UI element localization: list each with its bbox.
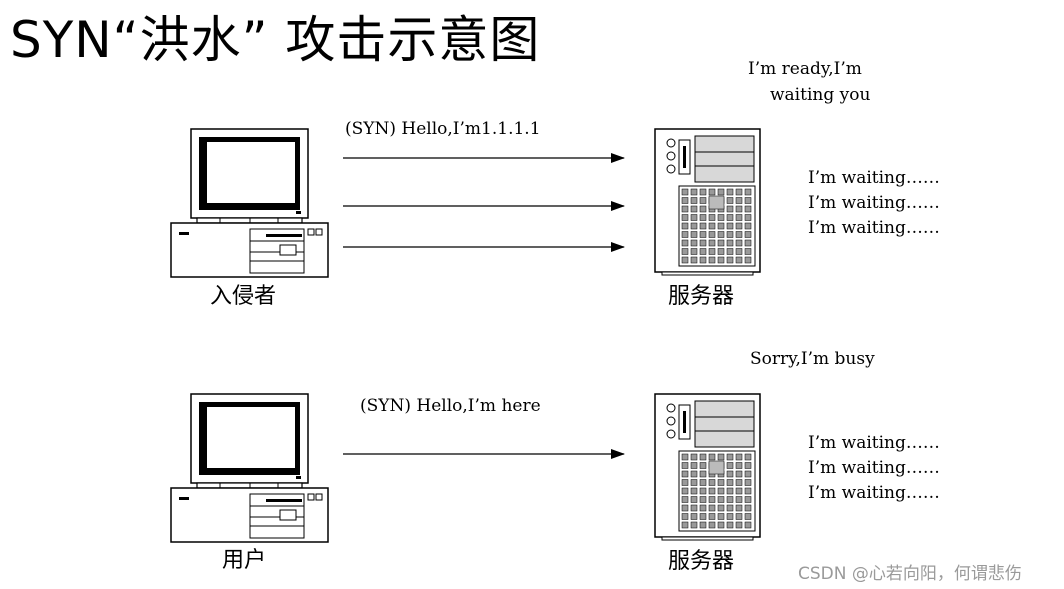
server-reply-line-2: waiting you [770,85,871,105]
waiting-line-top-2: I’m waiting…… [808,193,940,213]
attacker-message-label: (SYN) Hello,I’m1.1.1.1 [345,119,541,139]
waiting-line-top-3: I’m waiting…… [808,218,940,238]
server-icon-top [654,128,761,276]
waiting-line-bottom-2: I’m waiting…… [808,458,940,478]
user-message-label: (SYN) Hello,I’m here [360,396,541,416]
server-busy-reply: Sorry,I’m busy [750,349,875,369]
user-label: 用户 [222,548,267,573]
user-computer-icon [170,393,329,543]
server-icon-bottom [654,393,761,541]
server-reply-line-1: I’m ready,I’m [748,59,862,79]
waiting-line-bottom-3: I’m waiting…… [808,483,940,503]
attacker-computer-icon [170,128,329,278]
waiting-line-top-1: I’m waiting…… [808,168,940,188]
waiting-line-bottom-1: I’m waiting…… [808,433,940,453]
attacker-label: 入侵者 [210,284,277,309]
server-label-top: 服务器 [668,284,735,309]
csdn-watermark: CSDN @心若向阳，何谓悲伤 [798,564,1022,584]
server-label-bottom: 服务器 [668,549,735,574]
diagram-title: SYN“洪水” 攻击示意图 [10,11,541,69]
